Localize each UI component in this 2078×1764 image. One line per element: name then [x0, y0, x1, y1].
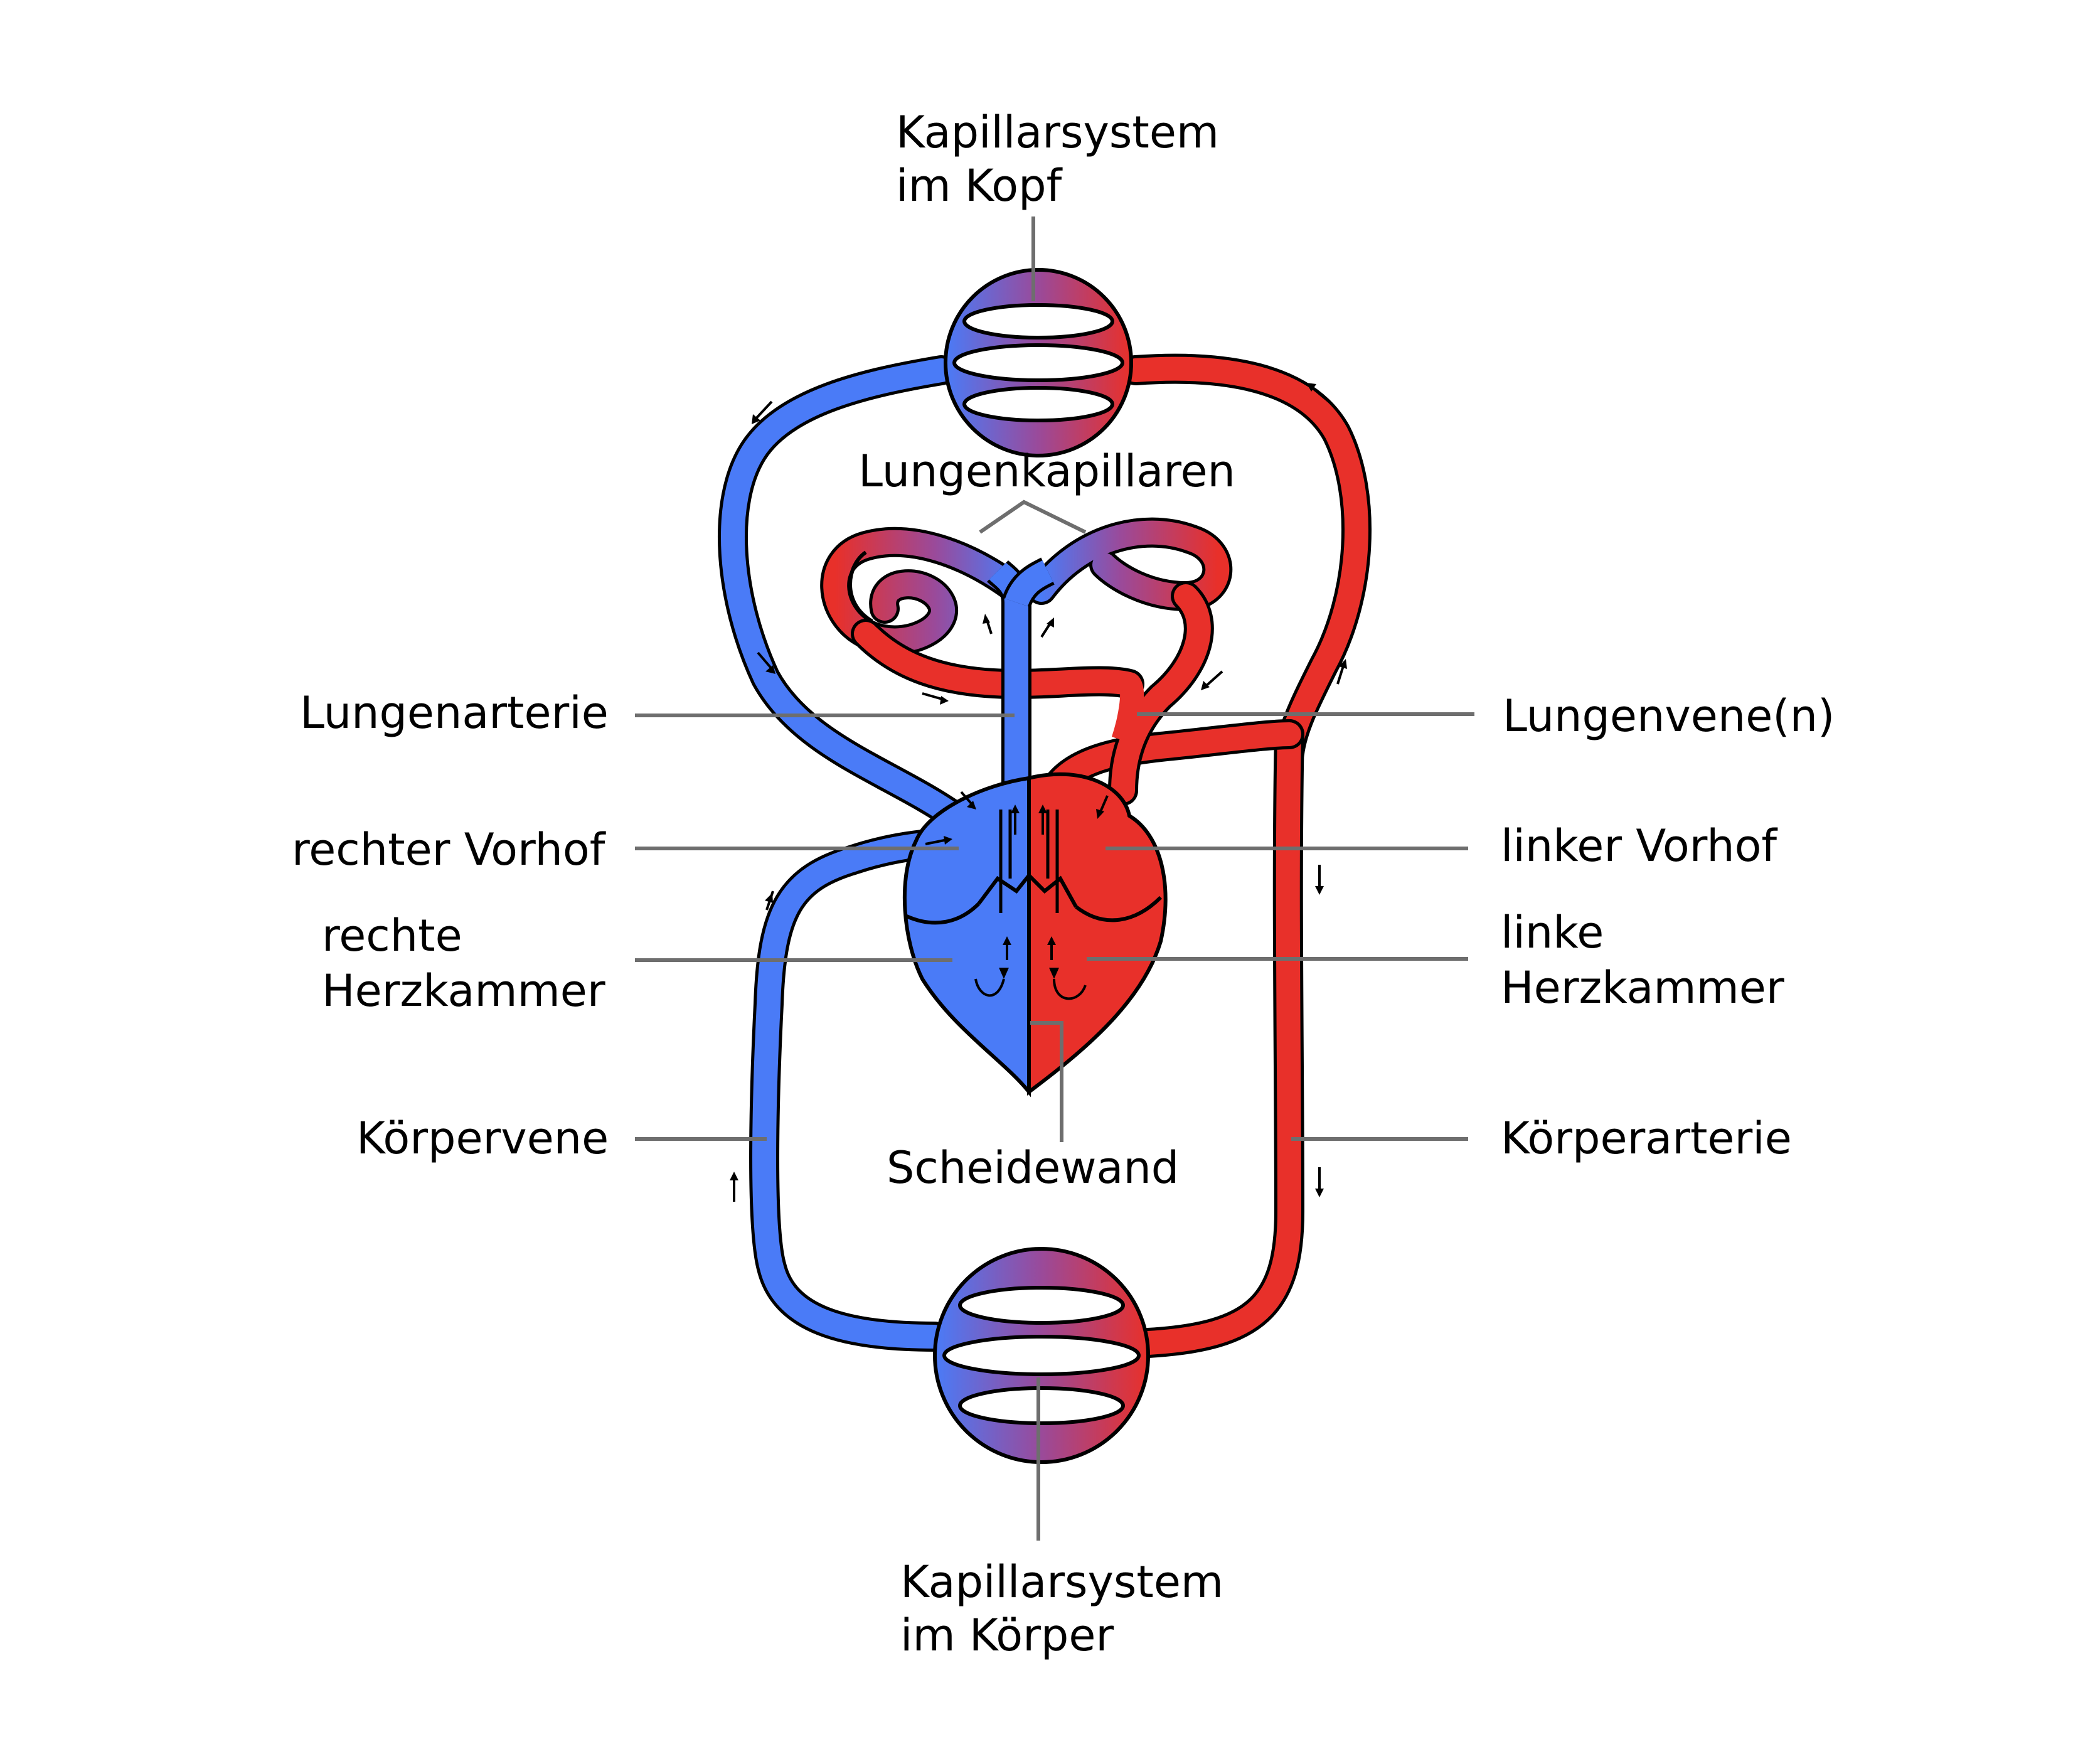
koerpervene-vessel — [718, 355, 975, 1352]
arrow-icon — [1003, 936, 1011, 960]
heart — [902, 772, 1168, 1098]
arrow-icon — [730, 1172, 738, 1202]
arrow-icon — [960, 791, 976, 810]
label-linker-vorhof: linker Vorhof — [1501, 820, 1777, 872]
label-rechter-vorhof: rechter Vorhof — [292, 824, 606, 875]
kapillarsystem-kopf — [944, 268, 1133, 457]
kapillarsystem-koerper — [933, 1247, 1150, 1464]
arrow-icon — [757, 651, 775, 674]
label-koerpervene: Körpervene — [356, 1113, 609, 1164]
label-lungenvenen: Lungenvene(n) — [1503, 690, 1835, 742]
leader-lungenkapillaren — [979, 500, 1087, 534]
arrow-icon — [765, 890, 774, 911]
label-koerperarterie: Körperarterie — [1501, 1113, 1792, 1164]
herzklappen — [977, 872, 1078, 908]
arrow-icon — [1201, 670, 1223, 690]
labels: Kapillarsystem im Kopf Lungenkapillaren … — [292, 107, 1835, 1661]
arrow-icon — [925, 836, 952, 845]
leader-lines — [635, 216, 1474, 1541]
label-lungenkapillaren: Lungenkapillaren — [858, 446, 1235, 497]
arrow-icon — [1011, 804, 1020, 835]
label-rechte-herzkammer-line2: Herzkammer — [322, 965, 605, 1017]
label-kapillar-koerper-line2: im Körper — [900, 1610, 1114, 1661]
lungenkapillaren-vessels — [820, 517, 1233, 866]
flow-arrows — [730, 383, 1347, 1202]
label-linke-herzkammer-line1: linke — [1501, 907, 1604, 958]
arrow-icon — [1040, 617, 1054, 638]
arrow-icon — [1047, 936, 1056, 960]
arrow-icon — [1038, 804, 1047, 835]
arrow-icon — [922, 692, 949, 705]
label-kapillar-kopf-line1: Kapillarsystem — [896, 107, 1219, 158]
linke-herzhaelfte — [1027, 772, 1168, 1096]
arrow-icon — [1096, 795, 1109, 819]
label-lungenarterie: Lungenarterie — [300, 687, 609, 739]
label-kapillar-kopf-line2: im Kopf — [896, 160, 1063, 211]
arrow-icon — [1315, 865, 1324, 895]
rechte-herzhaelfte — [902, 776, 1031, 1098]
arrow-icon — [752, 400, 773, 424]
label-linke-herzkammer-line2: Herzkammer — [1501, 962, 1784, 1013]
arrow-icon — [983, 614, 993, 634]
koerperarterie-vessel — [1033, 353, 1372, 1358]
arrow-icon — [1336, 659, 1347, 685]
arrow-icon — [1315, 1167, 1324, 1197]
label-kapillar-koerper-line1: Kapillarsystem — [900, 1556, 1223, 1608]
leader-scheidewand — [1030, 1021, 1063, 1142]
label-scheidewand: Scheidewand — [887, 1142, 1179, 1194]
label-rechte-herzkammer-line1: rechte — [322, 910, 462, 961]
arrow-icon — [1306, 383, 1330, 403]
